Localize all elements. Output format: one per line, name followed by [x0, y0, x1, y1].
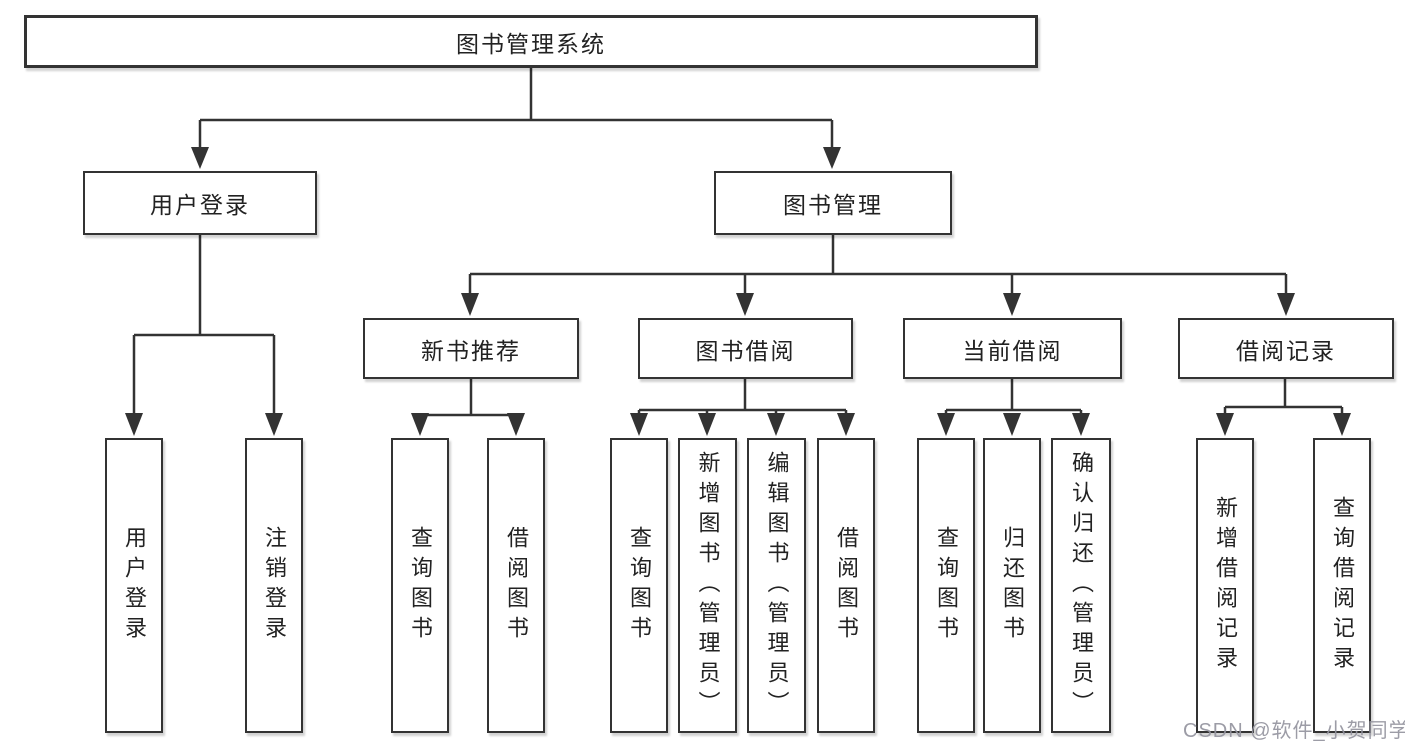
node-label: 查询图书 — [934, 525, 959, 646]
node-label: 用户登录 — [122, 525, 147, 646]
node-label: 查询图书 — [627, 525, 652, 646]
node-label: 归还图书 — [1000, 525, 1025, 646]
leaf-edit-book-admin: 编辑图书（管理员） — [747, 438, 806, 733]
leaf-add-borrow-record: 新增借阅记录 — [1196, 438, 1254, 733]
node-book-management: 图书管理 — [714, 171, 952, 235]
leaf-add-book-admin: 新增图书（管理员） — [678, 438, 737, 733]
node-label: 借阅记录 — [1236, 337, 1336, 364]
node-borrow-record: 借阅记录 — [1178, 318, 1394, 379]
node-label: 新增图书（管理员） — [695, 450, 721, 721]
node-label: 图书借阅 — [695, 337, 796, 364]
node-label: 确认归还（管理员） — [1069, 450, 1094, 721]
leaf-borrow-book-2: 借阅图书 — [817, 438, 875, 733]
node-label: 新书推荐 — [421, 337, 521, 364]
node-new-book-recommend: 新书推荐 — [363, 318, 579, 379]
node-current-borrow: 当前借阅 — [903, 318, 1122, 379]
leaf-query-borrow-record: 查询借阅记录 — [1313, 438, 1371, 733]
leaf-return-book: 归还图书 — [983, 438, 1041, 733]
leaf-logout: 注销登录 — [245, 438, 303, 733]
node-label: 借阅图书 — [834, 525, 859, 646]
watermark: CSDN @软件_小贺同学 — [1183, 720, 1405, 742]
leaf-query-book-2: 查询图书 — [610, 438, 668, 733]
node-label: 编辑图书（管理员） — [764, 450, 790, 721]
node-user-login: 用户登录 — [83, 171, 317, 235]
node-label: 图书管理系统 — [456, 30, 606, 57]
node-label: 图书管理 — [783, 192, 883, 218]
node-label: 注销登录 — [262, 525, 287, 646]
leaf-query-book-1: 查询图书 — [391, 438, 449, 733]
node-label: 用户登录 — [150, 192, 250, 218]
node-root: 图书管理系统 — [24, 15, 1038, 68]
node-label: 当前借阅 — [962, 337, 1063, 364]
node-book-borrow: 图书借阅 — [638, 318, 853, 379]
node-label: 借阅图书 — [504, 525, 529, 646]
leaf-query-book-3: 查询图书 — [917, 438, 975, 733]
node-label: 查询借阅记录 — [1330, 495, 1355, 676]
leaf-borrow-book-1: 借阅图书 — [487, 438, 545, 733]
node-label: 查询图书 — [408, 525, 433, 646]
leaf-user-login: 用户登录 — [105, 438, 163, 733]
leaf-confirm-return-admin: 确认归还（管理员） — [1051, 438, 1111, 733]
node-label: 新增借阅记录 — [1213, 495, 1238, 676]
